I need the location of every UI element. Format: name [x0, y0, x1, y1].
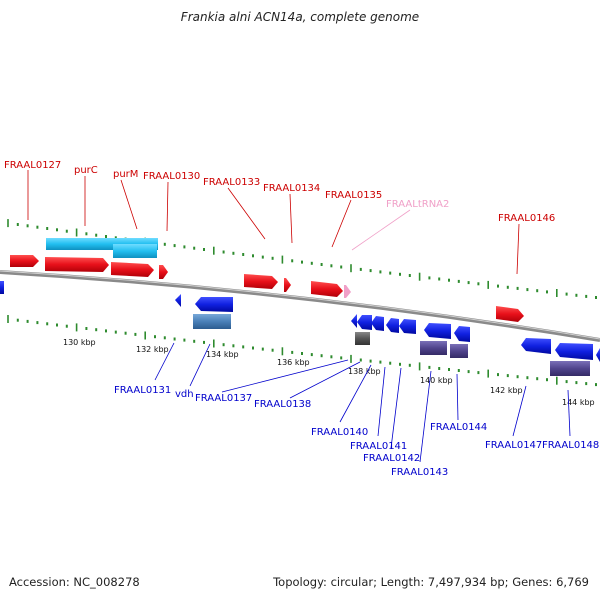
- genome-backbone-highlight: [0, 270, 600, 340]
- gene-arrow-fraal0148[interactable]: [555, 343, 593, 360]
- gene-arrow-fraal0135[interactable]: [311, 281, 343, 297]
- label-fraal0143[interactable]: FRAAL0143: [391, 467, 448, 478]
- gene-arrow-fraal0141[interactable]: [386, 318, 399, 333]
- scale-label-132: 132 kbp: [136, 345, 169, 354]
- label-fraal0133[interactable]: FRAAL0133: [203, 177, 260, 188]
- leader-fraal0135: [331, 199, 352, 248]
- gene-arrow-left-edge[interactable]: [0, 281, 4, 294]
- label-fraal0137[interactable]: FRAAL0137: [195, 393, 252, 404]
- genome-backbone: [0, 270, 600, 342]
- label-fraal0138[interactable]: FRAAL0138: [254, 399, 311, 410]
- label-fraal0140[interactable]: FRAAL0140: [311, 427, 368, 438]
- leader-fraal0140: [339, 364, 372, 423]
- gene-arrow-fraal0137[interactable]: [351, 314, 357, 328]
- feature-vdh-slate[interactable]: [193, 314, 231, 329]
- feature-fraal0144-purple[interactable]: [450, 344, 468, 358]
- leader-fraal0146: [516, 223, 520, 275]
- label-purM[interactable]: purM: [113, 169, 138, 180]
- scale-label-136: 136 kbp: [277, 358, 310, 367]
- label-fraal0130[interactable]: FRAAL0130: [143, 171, 200, 182]
- label-fraal0146[interactable]: FRAAL0146: [498, 213, 555, 224]
- scale-labels: 130 kbp 132 kbp 134 kbp 136 kbp 138 kbp …: [63, 338, 595, 407]
- map-title: Frankia alni ACN14a, complete genome: [180, 10, 420, 24]
- gene-arrow-fraal0146[interactable]: [496, 306, 524, 322]
- leader-fraal0137: [221, 359, 349, 393]
- leader-fraal0133: [227, 187, 266, 240]
- forward-gene-labels: FRAAL0127 purC purM FRAAL0130 FRAAL0133 …: [4, 160, 555, 275]
- scale-label-144: 144 kbp: [562, 398, 595, 407]
- gene-arrow-purM[interactable]: [111, 262, 154, 277]
- gene-arrow-right-edge[interactable]: [596, 348, 600, 362]
- gene-arrow-purC[interactable]: [45, 257, 109, 272]
- gene-arrow-fraal0143[interactable]: [424, 323, 451, 339]
- scale-label-140: 140 kbp: [420, 376, 453, 385]
- scale-label-134: 134 kbp: [206, 350, 239, 359]
- leader-fraal0130: [166, 181, 169, 232]
- leader-fraal0148: [567, 389, 571, 437]
- feature-fraal0140-gray[interactable]: [355, 332, 370, 345]
- gene-arrow-fraal0133[interactable]: [244, 274, 278, 289]
- leader-purM: [120, 179, 138, 230]
- label-fraal0142[interactable]: FRAAL0142: [363, 453, 420, 464]
- forward-strand-features: [10, 238, 524, 322]
- scale-label-142: 142 kbp: [490, 386, 523, 395]
- gene-arrow-fraal0131[interactable]: [175, 294, 181, 307]
- reverse-gene-labels: FRAAL0131 vdh FRAAL0137 FRAAL0138 FRAAL0…: [114, 342, 599, 478]
- leader-fraal0143: [419, 370, 432, 463]
- feature-purM-cds[interactable]: [113, 244, 157, 258]
- accession-text: Accession: NC_008278: [9, 575, 140, 589]
- leader-fraal0144: [456, 373, 459, 421]
- leader-fraal0131: [154, 342, 175, 381]
- leader-fraaltrna2: [351, 209, 411, 251]
- label-fraal0147[interactable]: FRAAL0147: [485, 440, 542, 451]
- leader-fraal0142: [390, 367, 402, 449]
- leader-fraal0138: [289, 361, 361, 399]
- label-fraal0127[interactable]: FRAAL0127: [4, 160, 61, 171]
- scale-label-138: 138 kbp: [348, 367, 381, 376]
- gene-arrow-fraal0144[interactable]: [454, 326, 470, 342]
- gene-arrow-fraal0130[interactable]: [159, 265, 168, 279]
- label-fraaltrna2[interactable]: FRAALtRNA2: [386, 199, 449, 210]
- label-fraal0131[interactable]: FRAAL0131: [114, 385, 171, 396]
- trna-arrow-fraaltrna2[interactable]: [344, 285, 351, 298]
- label-fraal0144[interactable]: FRAAL0144: [430, 422, 487, 433]
- gene-arrow-fraal0127[interactable]: [10, 255, 39, 267]
- leader-vdh: [189, 343, 211, 387]
- reverse-strand-features: [0, 281, 600, 376]
- gene-arrow-vdh[interactable]: [195, 297, 233, 312]
- label-vdh[interactable]: vdh: [175, 389, 194, 400]
- gene-arrow-fraal0134[interactable]: [284, 278, 291, 292]
- leader-fraal0134: [289, 193, 293, 244]
- gene-arrow-fraal0138[interactable]: [357, 315, 372, 330]
- gene-arrow-fraal0142[interactable]: [399, 319, 416, 334]
- leader-fraal0147: [512, 385, 527, 437]
- gene-arrow-fraal0140[interactable]: [371, 316, 384, 331]
- gene-arrow-fraal0147[interactable]: [521, 338, 551, 354]
- reverse-tick-track: [7, 315, 597, 387]
- label-fraal0134[interactable]: FRAAL0134: [263, 183, 320, 194]
- scale-label-130: 130 kbp: [63, 338, 96, 347]
- feature-fraal0143-purple[interactable]: [420, 341, 447, 355]
- feature-fraal0148-purple[interactable]: [550, 361, 590, 376]
- topology-text: Topology: circular; Length: 7,497,934 bp…: [273, 575, 589, 589]
- label-fraal0135[interactable]: FRAAL0135: [325, 190, 382, 201]
- leader-fraal0141: [377, 366, 386, 437]
- label-fraal0148[interactable]: FRAAL0148: [542, 440, 599, 451]
- label-purC[interactable]: purC: [74, 165, 98, 176]
- label-fraal0141[interactable]: FRAAL0141: [350, 441, 407, 452]
